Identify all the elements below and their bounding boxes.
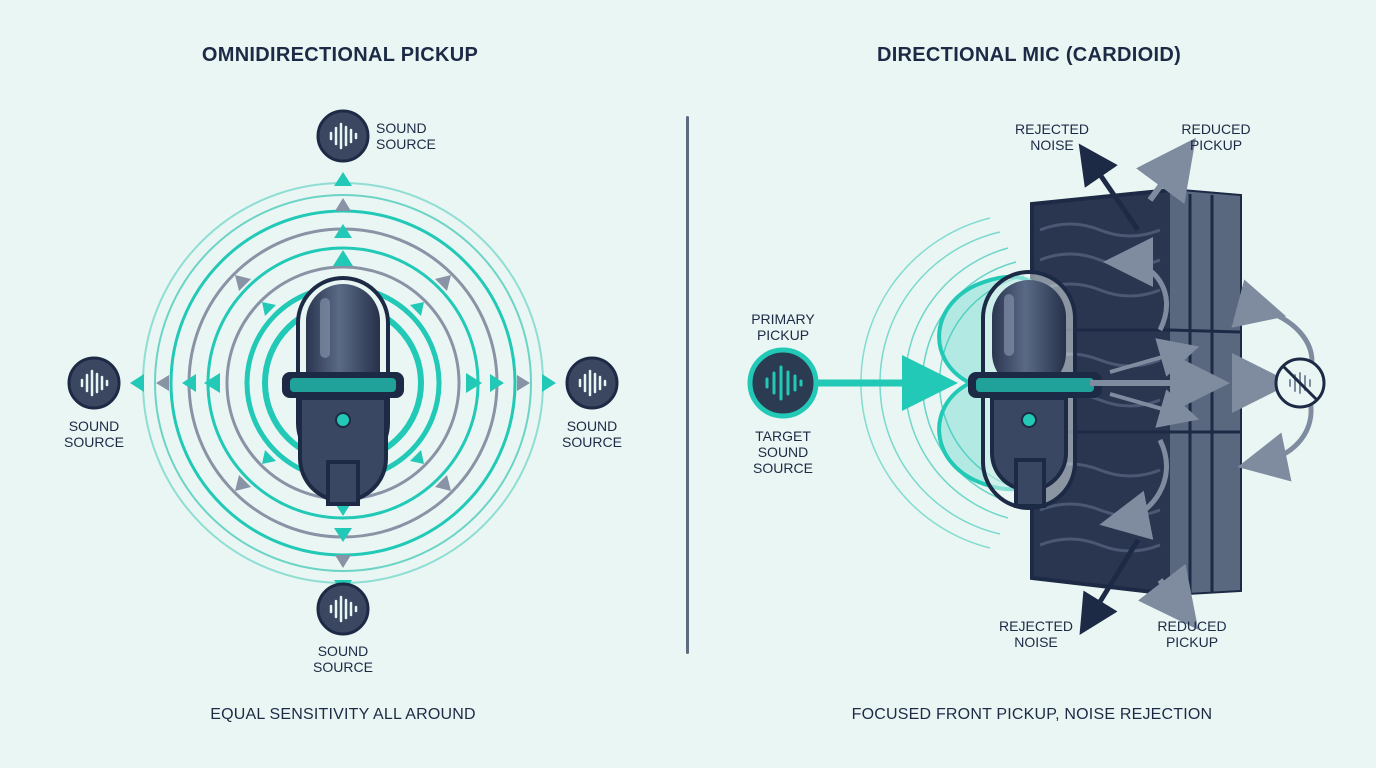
sound-wave-icon [316,109,370,163]
microphone-icon [968,270,1102,510]
sound-wave-icon [747,347,819,419]
sound-source-label-top: SOUND SOURCE [376,120,436,152]
right-title: DIRECTIONAL MIC (CARDIOID) [876,44,1182,66]
sound-wave-icon [565,356,619,410]
rejected-noise-label-top: REJECTED NOISE [1015,121,1089,153]
reduced-pickup-label-top: REDUCED PICKUP [1181,121,1251,153]
microphone-icon [282,276,404,506]
reduced-pickup-label-bottom: REDUCED PICKUP [1157,618,1227,650]
sound-wave-icon [316,582,370,636]
right-caption: FOCUSED FRONT PICKUP, NOISE REJECTION [851,706,1213,723]
left-title: OMNIDIRECTIONAL PICKUP [201,44,479,66]
panel-divider [686,116,689,654]
rejected-noise-label-bottom: REJECTED NOISE [999,618,1073,650]
sound-source-label-left: SOUND SOURCE [64,418,124,450]
sound-barrier-panel [1030,187,1242,597]
sound-wave-icon [67,356,121,410]
rejection-arrows [1078,137,1315,636]
sound-source-label-bottom: SOUND SOURCE [313,643,373,675]
target-sound-source-label: TARGET SOUND SOURCE [753,428,813,476]
left-caption: EQUAL SENSITIVITY ALL AROUND [210,706,476,723]
sound-source-label-right: SOUND SOURCE [562,418,622,450]
primary-pickup-label: PRIMARY PICKUP [751,311,815,343]
no-sound-icon [1274,357,1326,409]
